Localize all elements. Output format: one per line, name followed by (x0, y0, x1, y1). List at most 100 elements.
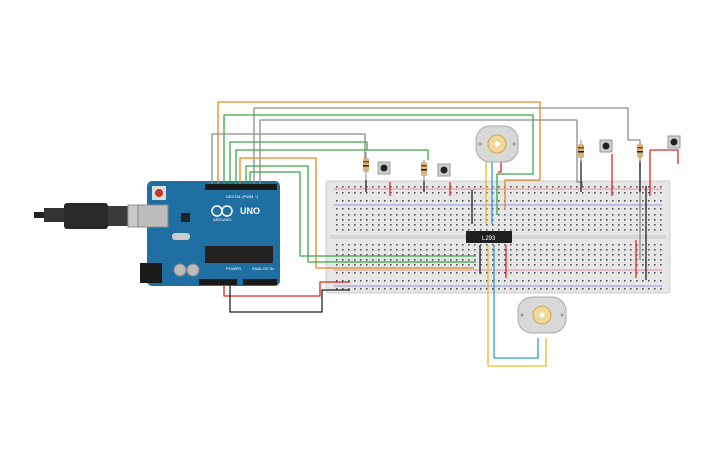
wire-green-bottom[interactable] (245, 165, 476, 263)
wire-orange-bottom[interactable] (239, 157, 474, 269)
breadboard-hole (348, 244, 350, 246)
resistor-icon[interactable] (578, 140, 584, 162)
breadboard-hole (390, 264, 392, 266)
breadboard-hole (456, 264, 458, 266)
breadboard-hole (486, 192, 488, 194)
wire-orange-top[interactable] (217, 101, 541, 210)
breadboard-hole (480, 229, 482, 231)
breadboard-hole (654, 264, 656, 266)
wire-power-5v[interactable] (223, 281, 350, 297)
breadboard-hole (474, 244, 476, 246)
arduino-uno-board[interactable]: UNO ARDUINO DIGITAL (PWM ~) POWER ANALOG… (34, 181, 280, 286)
breadboard-hole (624, 280, 626, 282)
breadboard-hole (606, 214, 608, 216)
breadboard-hole (414, 214, 416, 216)
breadboard-hole (474, 264, 476, 266)
wire-gray-button1[interactable] (211, 133, 366, 184)
wire-red-motor1[interactable] (498, 160, 502, 173)
wire-yellow-motor2[interactable] (487, 245, 547, 367)
l293-chip-icon[interactable]: L293 (466, 231, 512, 243)
resistor-icon[interactable] (363, 152, 369, 180)
breadboard-hole (360, 254, 362, 256)
breadboard-hole (354, 244, 356, 246)
breadboard-hole (402, 208, 404, 210)
breadboard-hole (444, 244, 446, 246)
breadboard-hole (444, 224, 446, 226)
pushbutton-icon[interactable] (377, 161, 391, 175)
breadboard-hole (474, 219, 476, 221)
breadboard-hole (336, 272, 338, 274)
breadboard-hole (414, 229, 416, 231)
breadboard-hole (432, 208, 434, 210)
breadboard-hole (384, 249, 386, 251)
breadboard-hole (450, 224, 452, 226)
breadboard-hole (414, 224, 416, 226)
breadboard-hole (570, 254, 572, 256)
breadboard-hole (642, 219, 644, 221)
breadboard-hole (624, 264, 626, 266)
breadboard-hole (552, 214, 554, 216)
resistor-icon[interactable] (637, 140, 643, 162)
power-label: POWER (226, 266, 241, 271)
breadboard-hole (648, 254, 650, 256)
breadboard-hole (534, 254, 536, 256)
breadboard-hole (426, 186, 428, 188)
wire-green-resistor1[interactable] (229, 141, 368, 184)
breadboard-hole (606, 259, 608, 261)
breadboard-hole (558, 288, 560, 290)
dc-motor-icon[interactable] (517, 296, 567, 334)
breadboard-hole (342, 208, 344, 210)
breadboard-hole (600, 280, 602, 282)
breadboard-hole (336, 200, 338, 202)
wire-green-middle[interactable] (249, 171, 476, 257)
wire-blue-motor2[interactable] (493, 245, 539, 359)
dc-motor-icon[interactable] (475, 125, 519, 163)
breadboard-hole (588, 186, 590, 188)
breadboard-hole (372, 192, 374, 194)
breadboard-hole (546, 214, 548, 216)
wire-green-top[interactable] (223, 114, 534, 215)
breadboard-hole (492, 224, 494, 226)
breadboard-hole (492, 208, 494, 210)
breadboard-hole (474, 249, 476, 251)
breadboard-hole (372, 200, 374, 202)
pushbutton-icon[interactable] (437, 163, 451, 177)
wire-red-button4[interactable] (649, 149, 679, 196)
breadboard-hole (612, 254, 614, 256)
breadboard-hole (390, 200, 392, 202)
breadboard-hole (420, 214, 422, 216)
breadboard-hole (636, 254, 638, 256)
breadboard-hole (564, 229, 566, 231)
wire-power-gnd[interactable] (229, 285, 350, 313)
breadboard-hole (360, 200, 362, 202)
breadboard-hole (612, 272, 614, 274)
pushbutton-icon[interactable] (599, 139, 613, 153)
breadboard-hole (486, 214, 488, 216)
breadboard-hole (546, 249, 548, 251)
breadboard-hole (480, 272, 482, 274)
breadboard-hole (390, 219, 392, 221)
breadboard-hole (408, 288, 410, 290)
pushbutton-icon[interactable] (667, 135, 681, 149)
breadboard-hole (462, 229, 464, 231)
breadboard-hole (432, 219, 434, 221)
breadboard-hole (480, 280, 482, 282)
breadboard-hole (468, 224, 470, 226)
breadboard-hole (456, 259, 458, 261)
breadboard-hole (600, 264, 602, 266)
breadboard-hole (564, 272, 566, 274)
breadboard-hole (522, 186, 524, 188)
resistor-icon[interactable] (421, 160, 427, 182)
breadboard-hole (384, 280, 386, 282)
wire-green-resistor2[interactable] (235, 149, 429, 184)
breadboard-hole (468, 249, 470, 251)
wire-gray-button3[interactable] (259, 119, 583, 186)
breadboard-hole (612, 264, 614, 266)
breadboard-hole (594, 244, 596, 246)
breadboard-hole (522, 229, 524, 231)
breadboard-hole (390, 229, 392, 231)
breadboard-hole (450, 186, 452, 188)
breadboard-hole (504, 229, 506, 231)
breadboard-hole (480, 249, 482, 251)
